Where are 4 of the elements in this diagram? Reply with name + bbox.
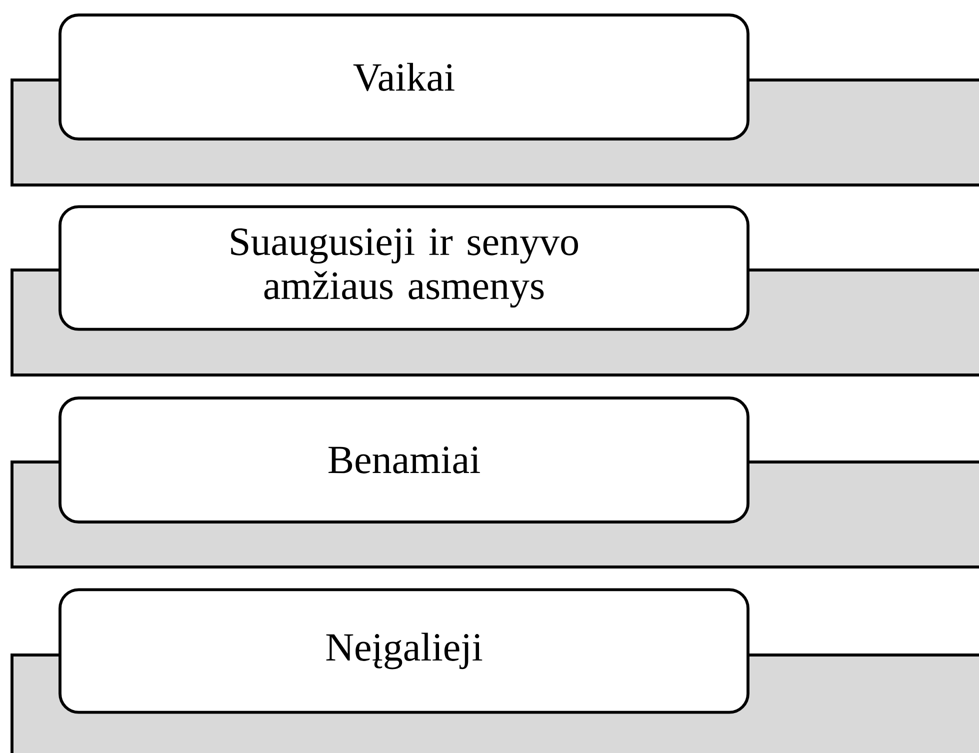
label-box: Benamiai: [58, 396, 750, 524]
label-box: Suaugusieji ir senyvo amžiaus asmenys: [58, 205, 750, 331]
label-box: Neįgalieji: [58, 588, 750, 714]
label-box: Vaikai: [58, 14, 750, 140]
